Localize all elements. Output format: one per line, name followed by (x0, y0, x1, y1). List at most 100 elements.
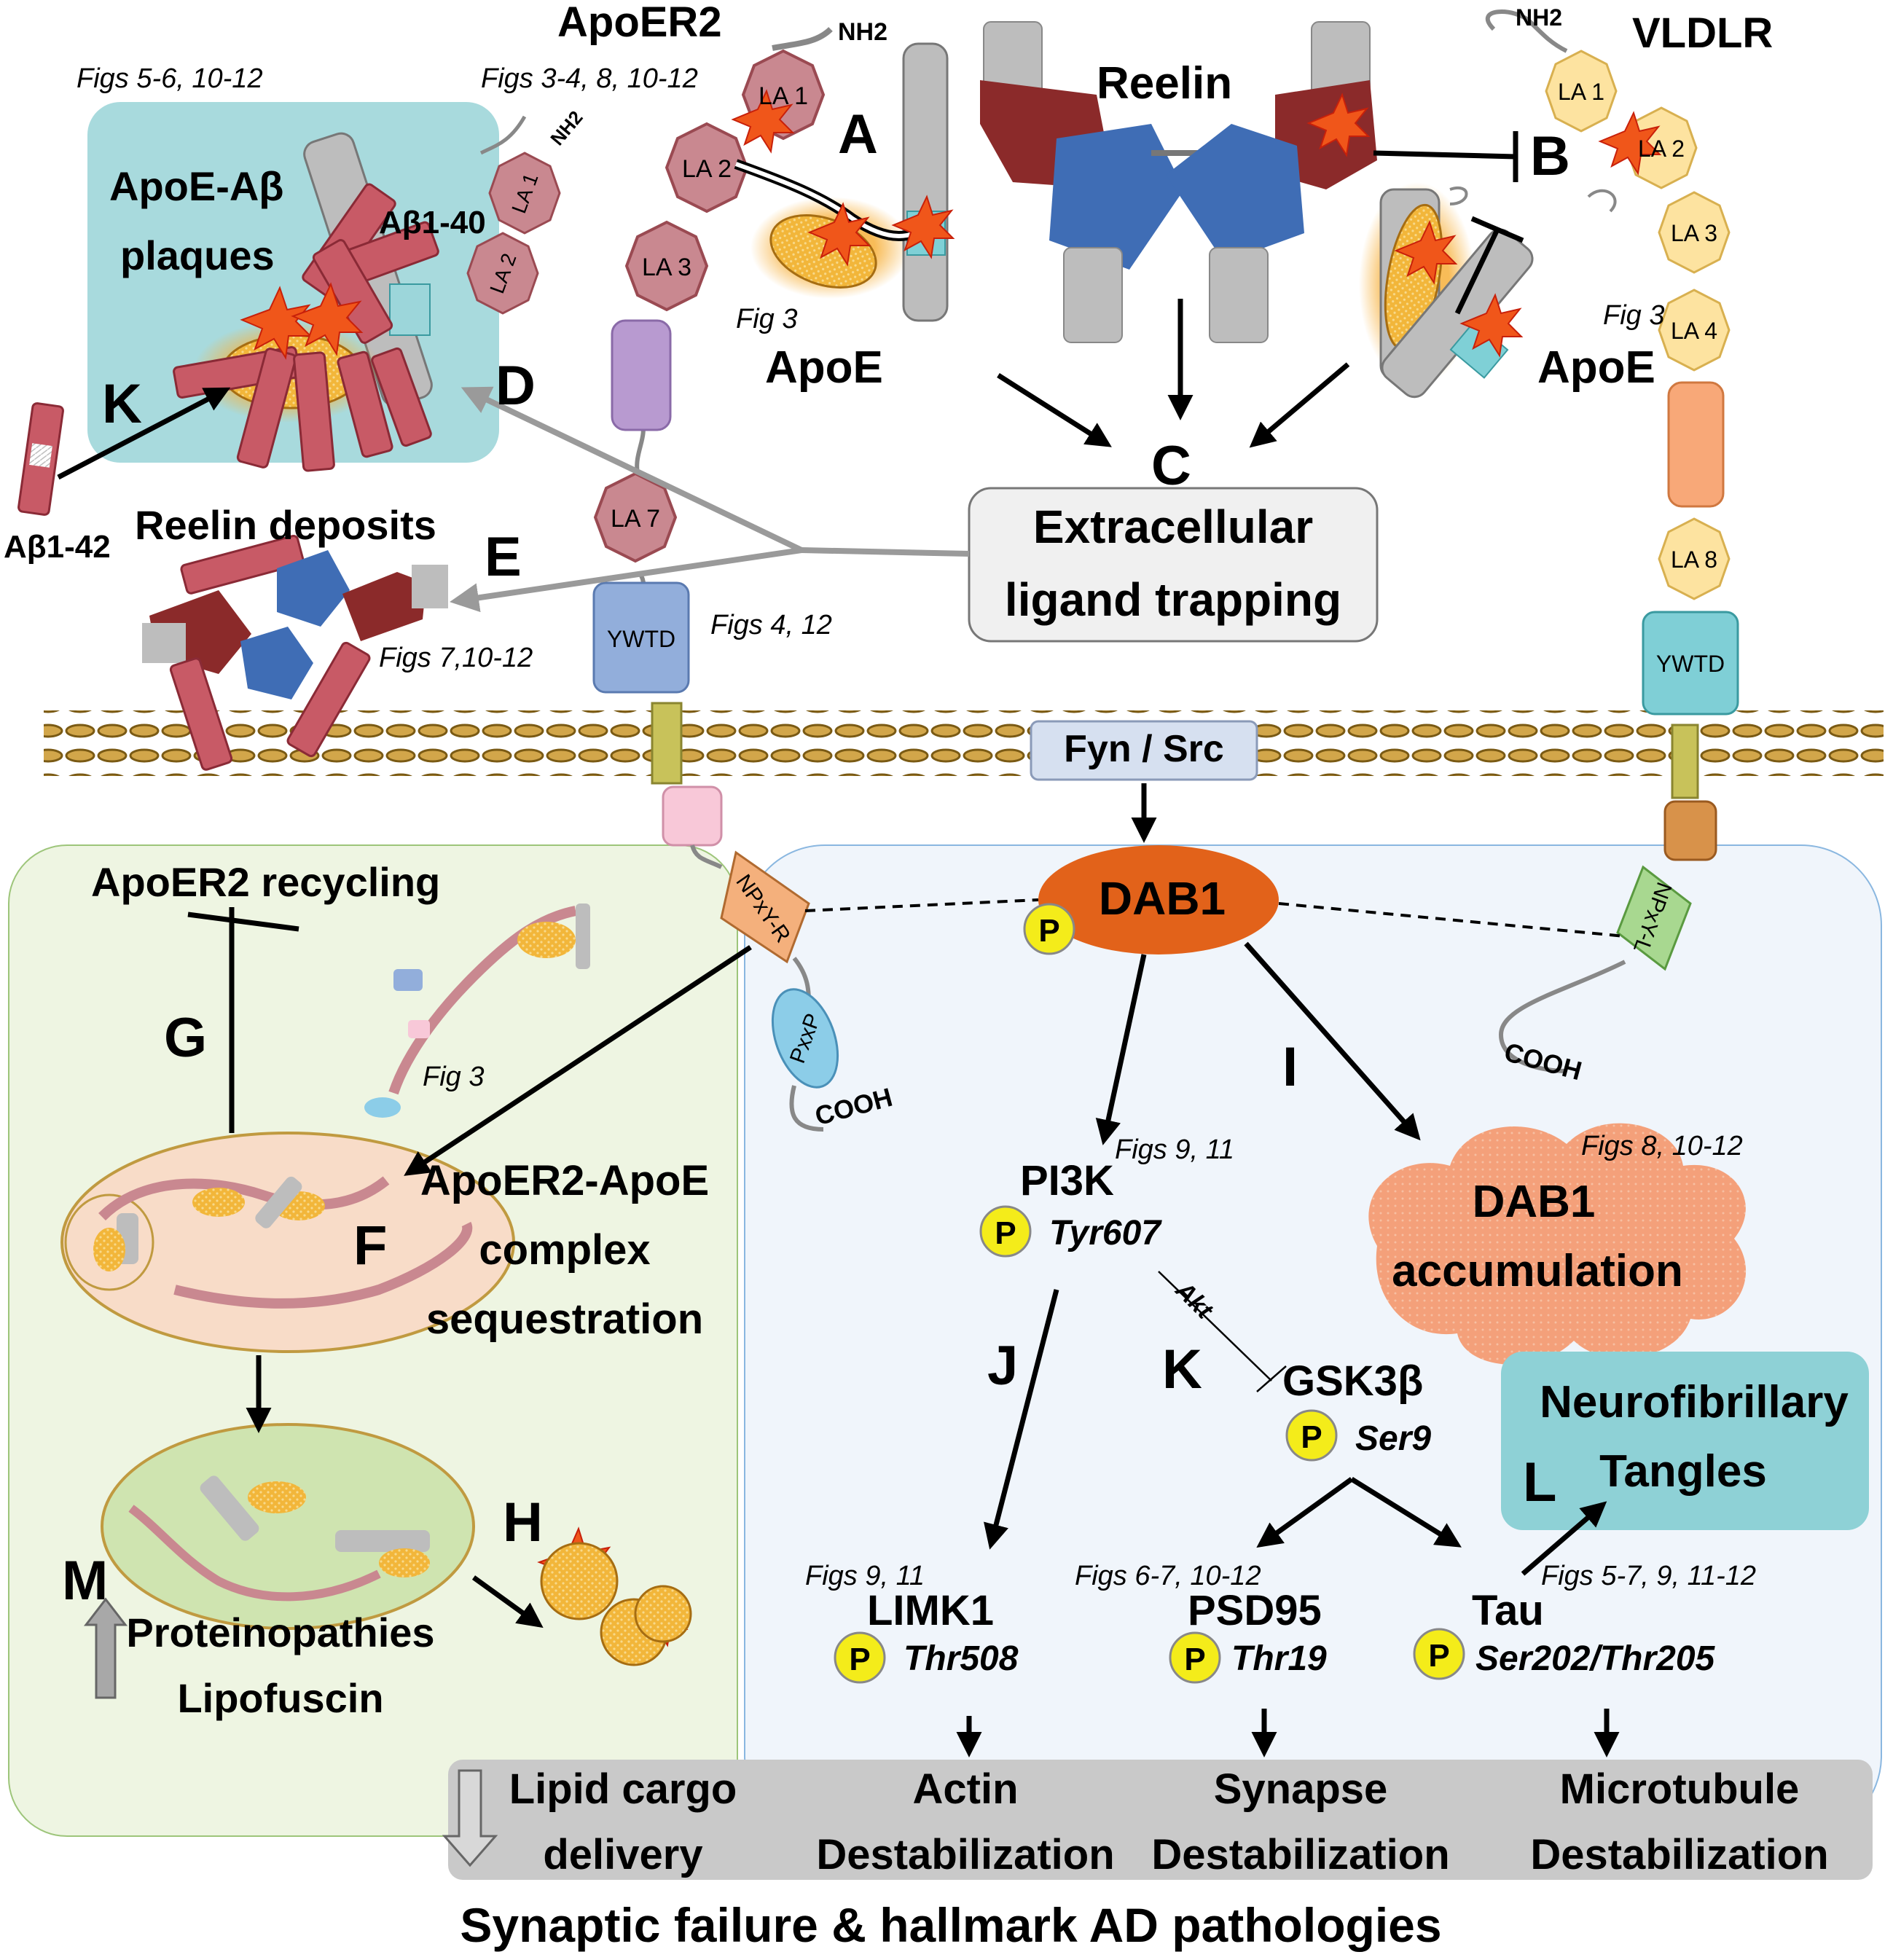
letter-k-pathway: K (1162, 1338, 1202, 1400)
reelin-label: Reelin (1097, 58, 1232, 109)
figref-ywtd: Figs 4, 12 (710, 610, 832, 640)
apoer2-juxta (662, 785, 723, 847)
p-limk1: P (849, 1642, 870, 1677)
nft-line-2: Tangles (1599, 1446, 1767, 1497)
dashed-links (804, 898, 1626, 938)
apoe-right-label: ApoE (1537, 342, 1655, 393)
figref-reelin-deposits: Figs 7,10-12 (379, 643, 533, 673)
gray-arrows (450, 386, 970, 613)
apoer2-recycling-label: ApoER2 recycling (91, 859, 440, 905)
apoer2-label: ApoER2 (557, 0, 722, 46)
figref-apoe-left: Fig 3 (736, 304, 797, 334)
lipid-line-2: delivery (543, 1831, 702, 1878)
reelin-deposits (142, 535, 448, 771)
trapping-line-2: ligand trapping (1005, 573, 1341, 626)
actin-line-1: Actin (913, 1765, 1019, 1813)
synapse-line-1: Synapse (1214, 1765, 1388, 1813)
bottom-title: Synaptic failure & hallmark AD pathologi… (460, 1898, 1441, 1952)
letter-b: B (1530, 125, 1570, 187)
apoer2-la7-label: LA 7 (611, 505, 660, 533)
p-dab1: P (1038, 913, 1059, 949)
figref-sequestration: Fig 3 (423, 1062, 484, 1092)
letter-c: C (1151, 435, 1191, 497)
synapse-line-2: Destabilization (1151, 1831, 1449, 1878)
plaques-title-1: ApoE-Aβ (109, 163, 283, 209)
outcome-bar (448, 1760, 1873, 1880)
apoer2-la7 (593, 471, 678, 563)
pi3k-site: Tyr607 (1049, 1214, 1162, 1253)
gsk3b-label: GSK3β (1282, 1357, 1423, 1405)
endosome-compartment (60, 1132, 515, 1353)
apoer2-npxy-r (720, 850, 810, 964)
dab1-label: DAB1 (1099, 872, 1226, 925)
sequestration-line-3: sequestration (426, 1295, 703, 1343)
apoer2-la3-label: LA 3 (642, 254, 691, 281)
plasma-membrane (44, 710, 1884, 776)
microtubule-line-1: Microtubule (1560, 1765, 1800, 1813)
plaques-title-2: plaques (120, 232, 275, 278)
cytoplasm-panel (744, 844, 1882, 1837)
dab1-accumulation-2: accumulation (1392, 1246, 1683, 1296)
letter-f: F (353, 1215, 387, 1277)
plaque-nh2: NH2 (546, 106, 587, 149)
letter-e: E (485, 526, 522, 588)
apoer2-la2 (665, 122, 749, 213)
p-gsk3b: P (1301, 1419, 1322, 1455)
lipid-droplets (540, 1542, 692, 1666)
letter-g: G (164, 1007, 207, 1069)
vldlr-la4-label: LA 4 (1671, 318, 1717, 344)
microtubule-line-2: Destabilization (1530, 1831, 1828, 1878)
dab1-node (1038, 845, 1279, 954)
apoer2-la1-label: LA 1 (759, 82, 808, 110)
vldlr-label: VLDLR (1632, 9, 1773, 57)
plaque-illustration (173, 115, 561, 472)
figref-pi3k: Figs 9, 11 (1115, 1134, 1234, 1165)
apoer2-la3 (624, 220, 709, 312)
vldlr-receptor (1485, 9, 1739, 1073)
limk1-site: Thr508 (904, 1639, 1019, 1678)
lysosome-compartment (101, 1423, 475, 1630)
sequestration-line-2: complex (479, 1226, 650, 1274)
vldlr-ywtd-label: YWTD (1656, 651, 1725, 677)
apoer2-ywtd-label: YWTD (607, 626, 675, 652)
actin-line-2: Destabilization (816, 1831, 1114, 1878)
fyn-src-box (1030, 720, 1258, 781)
trapping-line-1: Extracellular (1033, 501, 1313, 553)
tau-site: Ser202/Thr205 (1475, 1639, 1716, 1678)
apoer2-receptor (592, 27, 839, 1132)
dab1-accumulation-cloud (1368, 1123, 1747, 1365)
arrows (57, 131, 1620, 1757)
phospho-markers (834, 903, 1465, 1684)
up-down-arrows (83, 1597, 498, 1867)
p-pi3k: P (995, 1215, 1016, 1251)
pi3k-label: PI3K (1020, 1157, 1114, 1204)
p-tau: P (1428, 1638, 1449, 1674)
proteinopathies-2: Lipofuscin (177, 1675, 383, 1721)
apoer2-transmembrane (651, 702, 683, 785)
apoer2-la2-label: LA 2 (682, 155, 732, 183)
akt-inhibition (1158, 1271, 1287, 1392)
figref-apoe-right: Fig 3 (1603, 300, 1664, 331)
letter-i: I (1282, 1036, 1298, 1098)
fyn-src-label: Fyn / Src (1064, 728, 1224, 770)
letter-j: J (987, 1335, 1018, 1397)
abeta-1-40-label: Aβ1-40 (379, 205, 486, 240)
figref-apoer2: Figs 3-4, 8, 10-12 (481, 63, 698, 94)
letter-m: M (62, 1550, 108, 1612)
apoer2-pxxp (771, 988, 839, 1089)
figref-tau: Figs 5-7, 9, 11-12 (1541, 1561, 1756, 1591)
up-arrow (83, 1597, 128, 1699)
abeta-1-42-fragment (17, 402, 64, 516)
dab1-accumulation-1: DAB1 (1473, 1177, 1596, 1227)
apoer2-nh2: NH2 (838, 18, 887, 46)
vldlr-nh2: NH2 (1516, 4, 1562, 31)
down-arrow (442, 1769, 498, 1867)
figref-psd95: Figs 6-7, 10-12 (1075, 1561, 1261, 1591)
lipid-line-1: Lipid cargo (509, 1765, 737, 1813)
letter-a: A (838, 103, 878, 165)
letter-h: H (503, 1491, 543, 1553)
letter-d: D (495, 355, 536, 417)
gsk3b-site: Ser9 (1355, 1419, 1431, 1458)
figref-dab1-acc: Figs 8, 10-12 (1581, 1131, 1743, 1161)
